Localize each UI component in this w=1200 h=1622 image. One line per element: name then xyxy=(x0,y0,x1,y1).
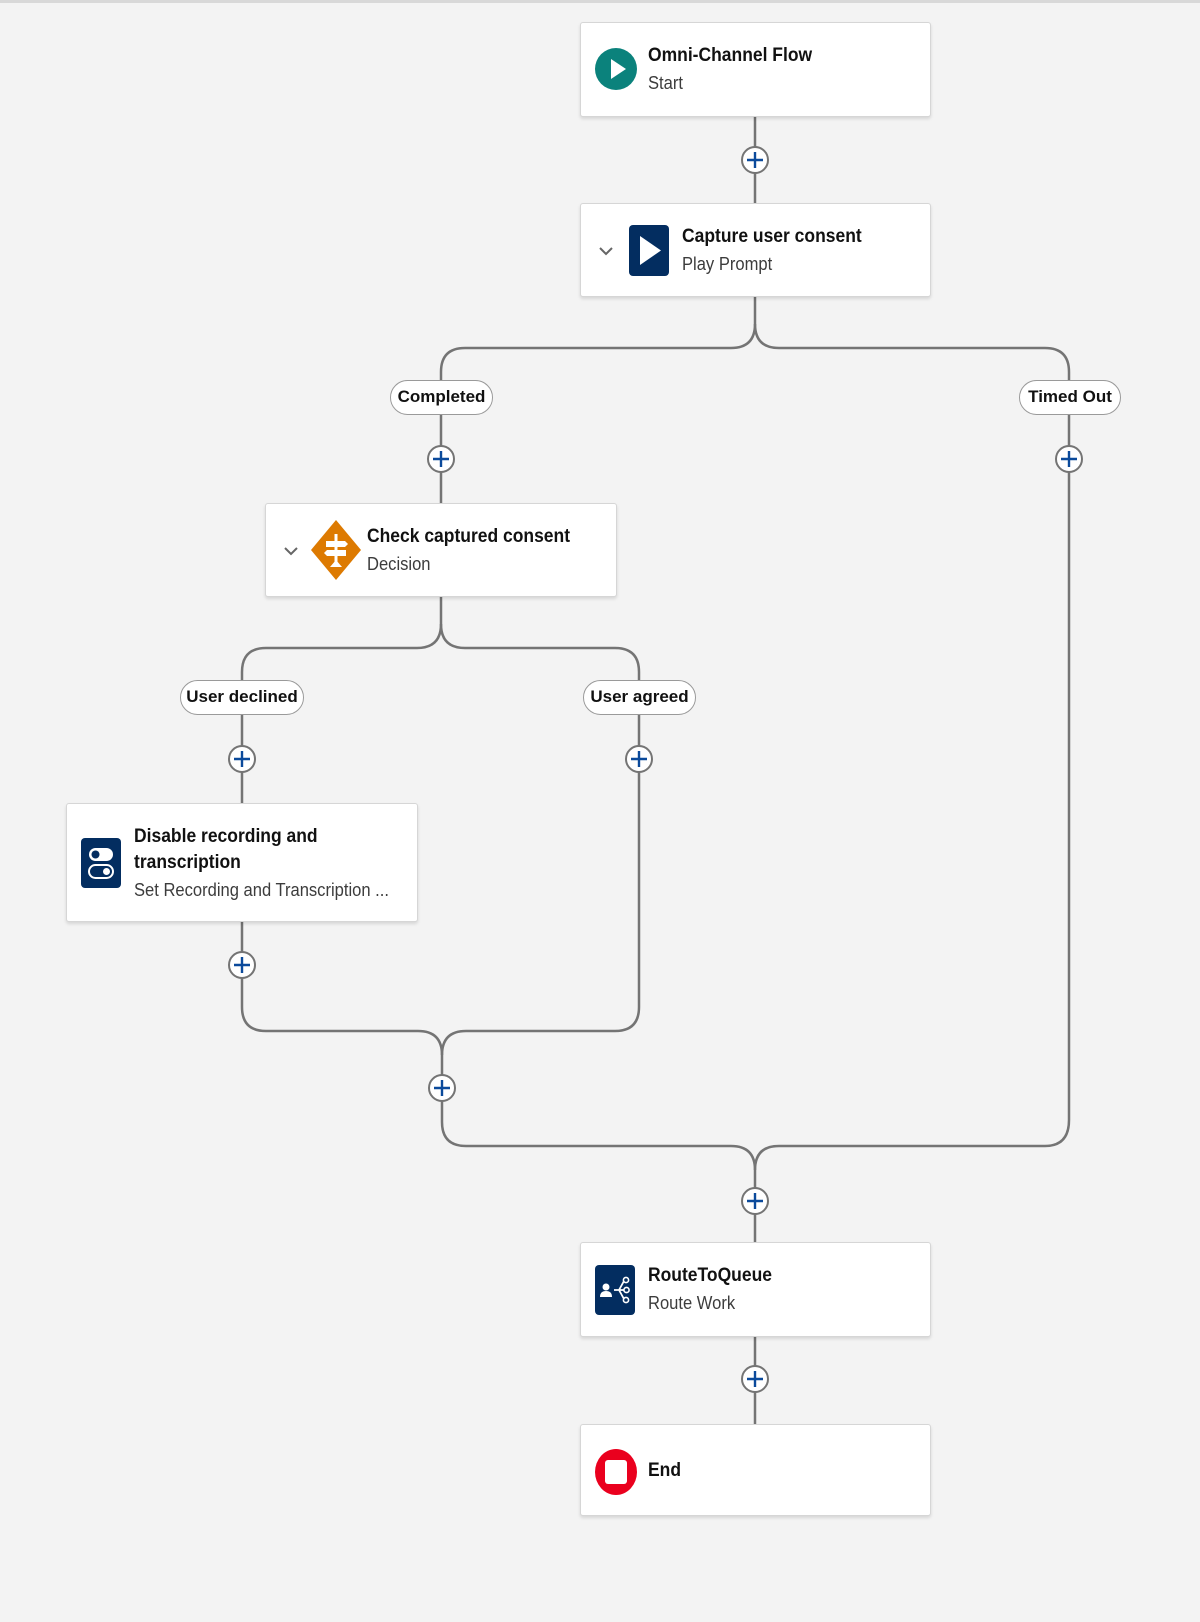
disable-recording-title-line2: transcription xyxy=(134,852,241,873)
check-consent-title: Check captured consent xyxy=(367,526,571,547)
canvas-top-border xyxy=(0,0,1200,3)
route-to-queue-title: RouteToQueue xyxy=(648,1265,772,1286)
connector-label-user-declined[interactable]: User declined xyxy=(180,680,304,715)
play-circle-icon xyxy=(595,48,637,90)
connector-label-timed-out[interactable]: Timed Out xyxy=(1019,380,1121,415)
add-icon xyxy=(234,957,250,973)
add-icon xyxy=(234,751,250,767)
route-to-queue-node[interactable]: RouteToQueue Route Work xyxy=(580,1242,931,1337)
add-element-button[interactable] xyxy=(1055,445,1083,473)
route-to-queue-subtitle: Route Work xyxy=(648,1293,736,1313)
add-element-button[interactable] xyxy=(741,1187,769,1215)
add-element-button[interactable] xyxy=(427,445,455,473)
add-element-button[interactable] xyxy=(741,1365,769,1393)
add-icon xyxy=(747,1371,763,1387)
add-element-button[interactable] xyxy=(428,1074,456,1102)
disable-recording-subtitle: Set Recording and Transcription ... xyxy=(134,880,389,900)
add-icon xyxy=(434,1080,450,1096)
add-element-button[interactable] xyxy=(741,146,769,174)
add-element-button[interactable] xyxy=(625,745,653,773)
play-icon xyxy=(629,225,669,276)
toggle-icon xyxy=(81,838,121,888)
connector-label-completed[interactable]: Completed xyxy=(390,380,493,415)
end-node-title: End xyxy=(648,1460,682,1481)
add-icon xyxy=(747,1193,763,1209)
capture-consent-title: Capture user consent xyxy=(682,226,862,247)
route-work-icon xyxy=(595,1265,635,1315)
check-consent-node[interactable]: Check captured consent Decision xyxy=(265,503,617,597)
start-node-title: Omni-Channel Flow xyxy=(648,45,813,66)
start-node[interactable]: Omni-Channel Flow Start xyxy=(580,22,931,117)
capture-consent-subtitle: Play Prompt xyxy=(682,254,773,274)
add-icon xyxy=(631,751,647,767)
decision-icon xyxy=(311,520,361,580)
connector-label-user-agreed[interactable]: User agreed xyxy=(583,680,696,715)
chevron-down-icon[interactable] xyxy=(280,540,302,562)
add-element-button[interactable] xyxy=(228,951,256,979)
stop-icon xyxy=(595,1449,637,1495)
add-element-button[interactable] xyxy=(228,745,256,773)
chevron-down-icon[interactable] xyxy=(595,240,617,262)
add-icon xyxy=(1061,451,1077,467)
end-node[interactable]: End xyxy=(580,1424,931,1516)
add-icon xyxy=(433,451,449,467)
disable-recording-title-line1: Disable recording and xyxy=(134,826,318,847)
capture-consent-node[interactable]: Capture user consent Play Prompt xyxy=(580,203,931,297)
start-node-subtitle: Start xyxy=(648,73,683,93)
check-consent-subtitle: Decision xyxy=(367,554,431,574)
disable-recording-node[interactable]: Disable recording and transcription Set … xyxy=(66,803,418,922)
add-icon xyxy=(747,152,763,168)
